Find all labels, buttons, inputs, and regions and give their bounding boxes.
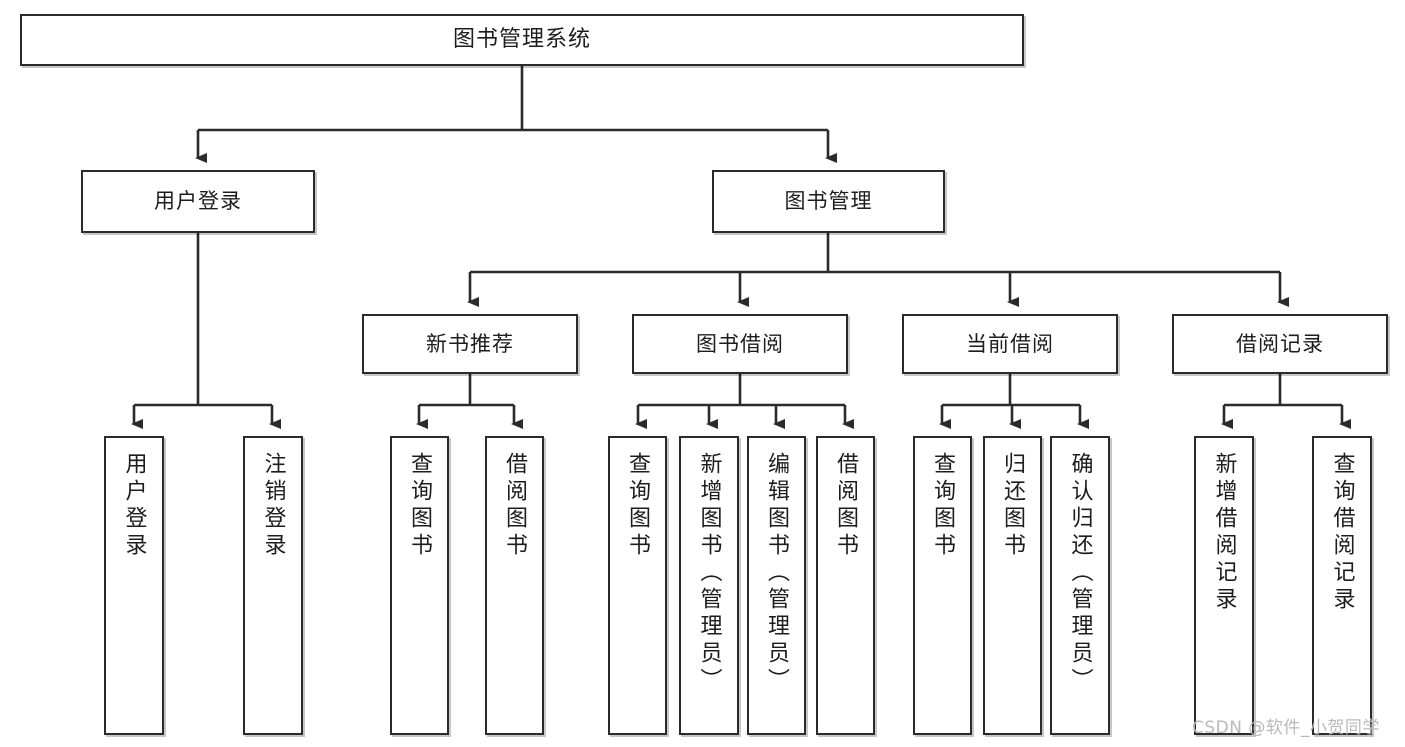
node-leaf-query-book-2[interactable]: 查询图书: [608, 436, 667, 735]
node-leaf-query-borrow-record[interactable]: 查询借阅记录: [1312, 436, 1372, 735]
node-leaf-user-login-label: 用户登录: [121, 452, 147, 560]
node-leaf-user-logout[interactable]: 注销登录: [243, 436, 303, 735]
node-book-manage-label: 图书管理: [784, 189, 873, 214]
node-user-login[interactable]: 用户登录: [81, 170, 315, 233]
csdn-watermark: CSDN @软件_小贺同学: [1192, 718, 1380, 738]
node-book-manage[interactable]: 图书管理: [712, 170, 945, 233]
node-leaf-user-login[interactable]: 用户登录: [104, 436, 164, 735]
node-new-book-recommend-label: 新书推荐: [426, 331, 514, 356]
node-leaf-add-book-admin[interactable]: 新增图书（管理员）: [679, 436, 739, 735]
node-borrow-record-label: 借阅记录: [1236, 331, 1324, 356]
node-leaf-add-borrow-record[interactable]: 新增借阅记录: [1194, 436, 1254, 735]
node-book-borrow-label: 图书借阅: [696, 331, 784, 356]
node-leaf-query-book-2-label: 查询图书: [625, 452, 651, 560]
node-root[interactable]: 图书管理系统: [20, 14, 1024, 66]
node-leaf-query-book-3[interactable]: 查询图书: [913, 436, 972, 735]
node-leaf-confirm-return-admin[interactable]: 确认归还（管理员）: [1050, 436, 1110, 735]
node-leaf-edit-book-admin-label: 编辑图书（管理员）: [764, 452, 790, 695]
node-leaf-borrow-book-2[interactable]: 借阅图书: [816, 436, 875, 735]
node-leaf-borrow-book-1-label: 借阅图书: [502, 452, 528, 560]
node-leaf-borrow-book-2-label: 借阅图书: [833, 452, 859, 560]
node-leaf-query-book-1[interactable]: 查询图书: [390, 436, 449, 735]
node-leaf-query-borrow-record-label: 查询借阅记录: [1329, 452, 1355, 614]
node-leaf-add-borrow-record-label: 新增借阅记录: [1211, 452, 1237, 614]
node-borrow-record[interactable]: 借阅记录: [1172, 314, 1388, 374]
node-leaf-return-book-label: 归还图书: [1000, 452, 1026, 560]
node-leaf-add-book-admin-label: 新增图书（管理员）: [696, 452, 722, 695]
node-leaf-query-book-3-label: 查询图书: [930, 452, 956, 560]
node-user-login-label: 用户登录: [154, 189, 242, 214]
node-current-borrow[interactable]: 当前借阅: [902, 314, 1118, 374]
node-root-label: 图书管理系统: [452, 27, 591, 53]
node-leaf-edit-book-admin[interactable]: 编辑图书（管理员）: [747, 436, 806, 735]
node-new-book-recommend[interactable]: 新书推荐: [362, 314, 578, 374]
node-current-borrow-label: 当前借阅: [966, 331, 1054, 356]
node-leaf-return-book[interactable]: 归还图书: [983, 436, 1042, 735]
node-leaf-query-book-1-label: 查询图书: [407, 452, 433, 560]
node-leaf-confirm-return-admin-label: 确认归还（管理员）: [1067, 452, 1093, 695]
node-leaf-user-logout-label: 注销登录: [260, 452, 286, 560]
node-leaf-borrow-book-1[interactable]: 借阅图书: [485, 436, 544, 735]
node-book-borrow[interactable]: 图书借阅: [632, 314, 848, 374]
